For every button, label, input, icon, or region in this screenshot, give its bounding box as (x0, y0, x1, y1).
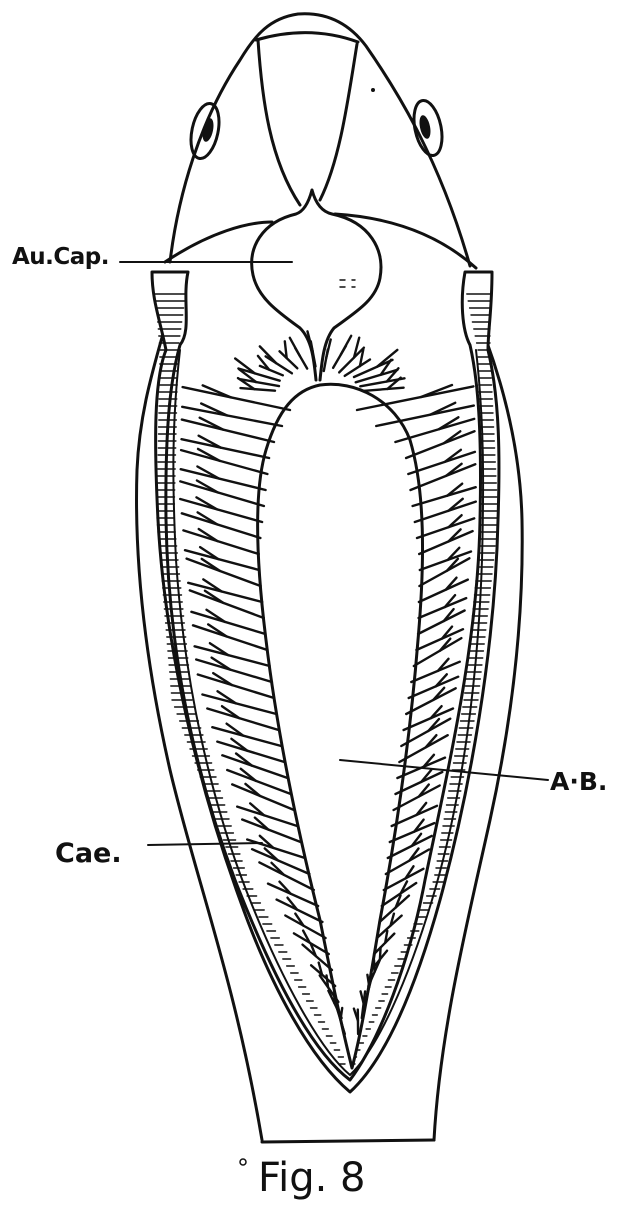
caecal-branch (185, 550, 259, 570)
caecal-branch (341, 1008, 343, 1020)
caecal-branch (188, 583, 262, 602)
oral-groove-left (258, 40, 300, 205)
caecal-branch (187, 559, 261, 586)
caecal-branch (290, 338, 300, 356)
caecal-branch (415, 502, 476, 522)
left-eye (186, 101, 223, 161)
caecal-branch (193, 625, 267, 650)
caecal-branch (413, 487, 476, 506)
figure-caption: Fig. 8 (258, 1158, 365, 1198)
snout-cap (256, 33, 358, 42)
caecal-branch (380, 947, 381, 959)
caecal-branch (241, 388, 276, 391)
caecal-branch (341, 336, 351, 355)
caecal-branch (181, 469, 266, 490)
print-speck (372, 89, 375, 92)
caecal-branch (260, 366, 283, 375)
leader-cae (148, 843, 262, 845)
caecal-branch (419, 598, 467, 618)
label-cae: Cae. (55, 840, 122, 867)
caecal-branch (237, 807, 297, 826)
oral-groove-right (320, 44, 357, 200)
label-au-cap: Au.Cap. (12, 246, 109, 269)
caecal-branch (327, 975, 329, 987)
caecal-branch (227, 770, 291, 794)
print-speck (240, 1159, 246, 1165)
caecal-branch (222, 755, 287, 778)
caecal-branch (182, 439, 270, 458)
caecal-branch (363, 388, 404, 391)
caecal-branch (414, 638, 462, 666)
caecal-branch (374, 960, 375, 972)
caecal-branch (408, 452, 475, 474)
caecal-branch (232, 784, 294, 810)
tail-edge (262, 1140, 434, 1142)
caecal-branch (242, 820, 300, 843)
label-ab: A·B. (550, 769, 607, 794)
caecal-branch (411, 464, 476, 490)
